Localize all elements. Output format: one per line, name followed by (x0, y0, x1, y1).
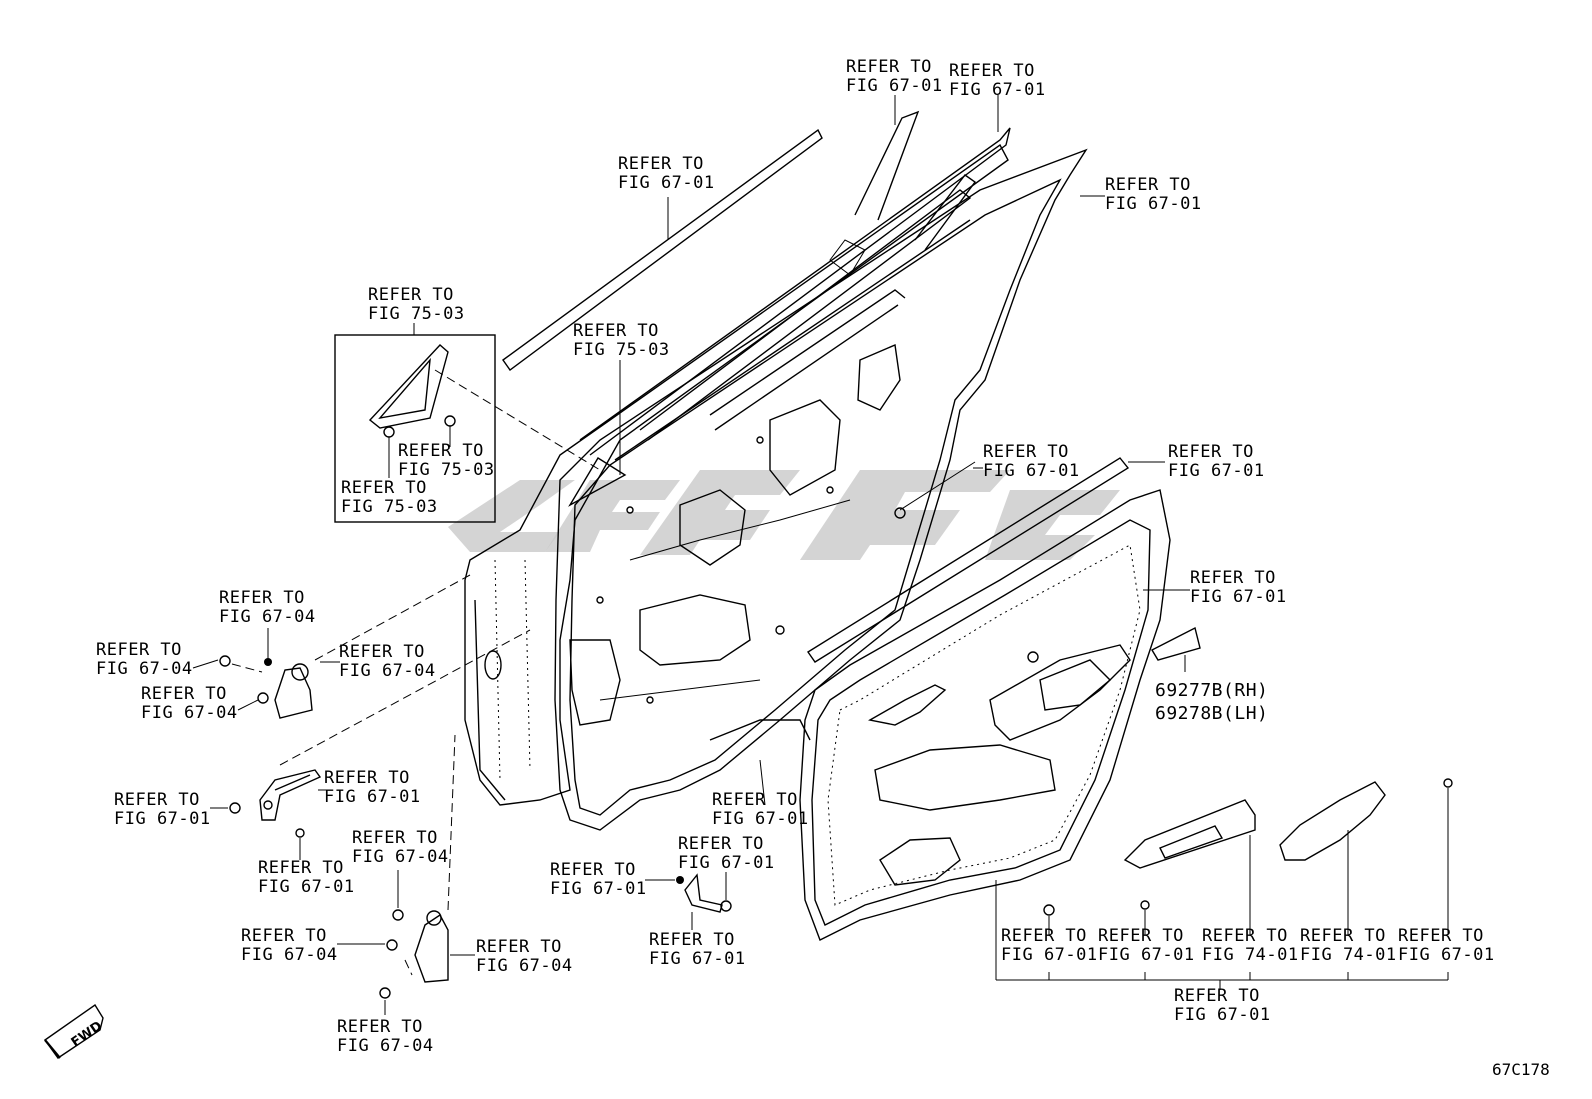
ref-label-trim-screw-2: REFER TO FIG 67-01 (1098, 926, 1195, 965)
ref-label-top-a: REFER TO FIG 67-01 (846, 57, 943, 96)
upper-sash-strips (579, 95, 1011, 456)
inner-belt-strip (807, 457, 1165, 663)
ref-label-panel-bottom: REFER TO FIG 67-01 (712, 790, 809, 829)
door-trim-panel (799, 489, 1190, 941)
trim-bracket (645, 872, 732, 930)
ref-label-inset-nut: REFER TO FIG 75-03 (398, 441, 495, 480)
upper-hinge (192, 574, 471, 719)
ref-label-trim-edge: REFER TO FIG 67-01 (1190, 568, 1287, 607)
ref-label-inset-bolt: REFER TO FIG 75-03 (341, 478, 438, 517)
ref-label-lower-hinge-top: REFER TO FIG 67-04 (352, 828, 449, 867)
part-number-lh: 69278B(LH) (1155, 703, 1269, 724)
fwd-label: FWD (69, 1019, 106, 1051)
ref-label-upper-hinge-bolt: REFER TO FIG 67-04 (219, 588, 316, 627)
door-shell (464, 143, 1009, 806)
ref-label-lower-hinge-right: REFER TO FIG 67-04 (476, 937, 573, 976)
ref-label-belt-inner: REFER TO FIG 67-01 (1168, 442, 1265, 481)
trim-pad-69277B (1151, 626, 1201, 672)
watermark-logo (448, 470, 1120, 560)
ref-label-upper-hinge-low: REFER TO FIG 67-04 (141, 684, 238, 723)
ref-label-trim-clip-5: REFER TO FIG 67-01 (1398, 926, 1495, 965)
figure-code: 67C178 (1492, 1060, 1550, 1079)
ref-label-armrest: REFER TO FIG 74-01 (1300, 926, 1397, 965)
ref-label-checker-bolt: REFER TO FIG 67-01 (114, 790, 211, 829)
part-number-rh: 69277B(RH) (1155, 680, 1269, 701)
ref-label-clip-a: REFER TO FIG 67-01 (983, 442, 1080, 481)
ref-label-checker-screw: REFER TO FIG 67-01 (258, 858, 355, 897)
ref-label-trim-group: REFER TO FIG 67-01 (1174, 986, 1271, 1025)
ref-label-lower-hinge-bottom: REFER TO FIG 67-04 (337, 1017, 434, 1056)
window-switch-panel (1123, 799, 1256, 935)
trim-fasteners (1043, 778, 1453, 935)
mirror-mount (568, 360, 627, 507)
ref-label-door-frame: REFER TO FIG 67-01 (1105, 175, 1202, 214)
fwd-arrow-icon (44, 1004, 104, 1059)
ref-label-bracket-top: REFER TO FIG 67-01 (678, 834, 775, 873)
ref-label-mirror-mount: REFER TO FIG 75-03 (573, 321, 670, 360)
ref-label-lower-hinge-left: REFER TO FIG 67-04 (241, 926, 338, 965)
door-inner-panel (554, 148, 1088, 831)
ref-label-trim-clip-1: REFER TO FIG 67-01 (1001, 926, 1098, 965)
ref-label-bracket-nut: REFER TO FIG 67-01 (550, 860, 647, 899)
door-checker (210, 629, 531, 860)
ref-label-upper-hinge-left: REFER TO FIG 67-04 (96, 640, 193, 679)
ref-label-belt-outer: REFER TO FIG 67-01 (618, 154, 715, 193)
lower-hinge (337, 734, 475, 1015)
leader-lines (759, 195, 1449, 990)
ref-label-checker: REFER TO FIG 67-01 (324, 768, 421, 807)
ref-label-inset-top: REFER TO FIG 75-03 (368, 285, 465, 324)
ref-label-bracket-bottom: REFER TO FIG 67-01 (649, 930, 746, 969)
ref-label-switch-panel: REFER TO FIG 74-01 (1202, 926, 1299, 965)
armrest-pad (1279, 781, 1386, 935)
ref-label-upper-hinge-right: REFER TO FIG 67-04 (339, 642, 436, 681)
mirror-garnish-inset (334, 323, 601, 523)
ref-label-top-b: REFER TO FIG 67-01 (949, 61, 1046, 100)
outer-belt-moulding (502, 128, 823, 371)
